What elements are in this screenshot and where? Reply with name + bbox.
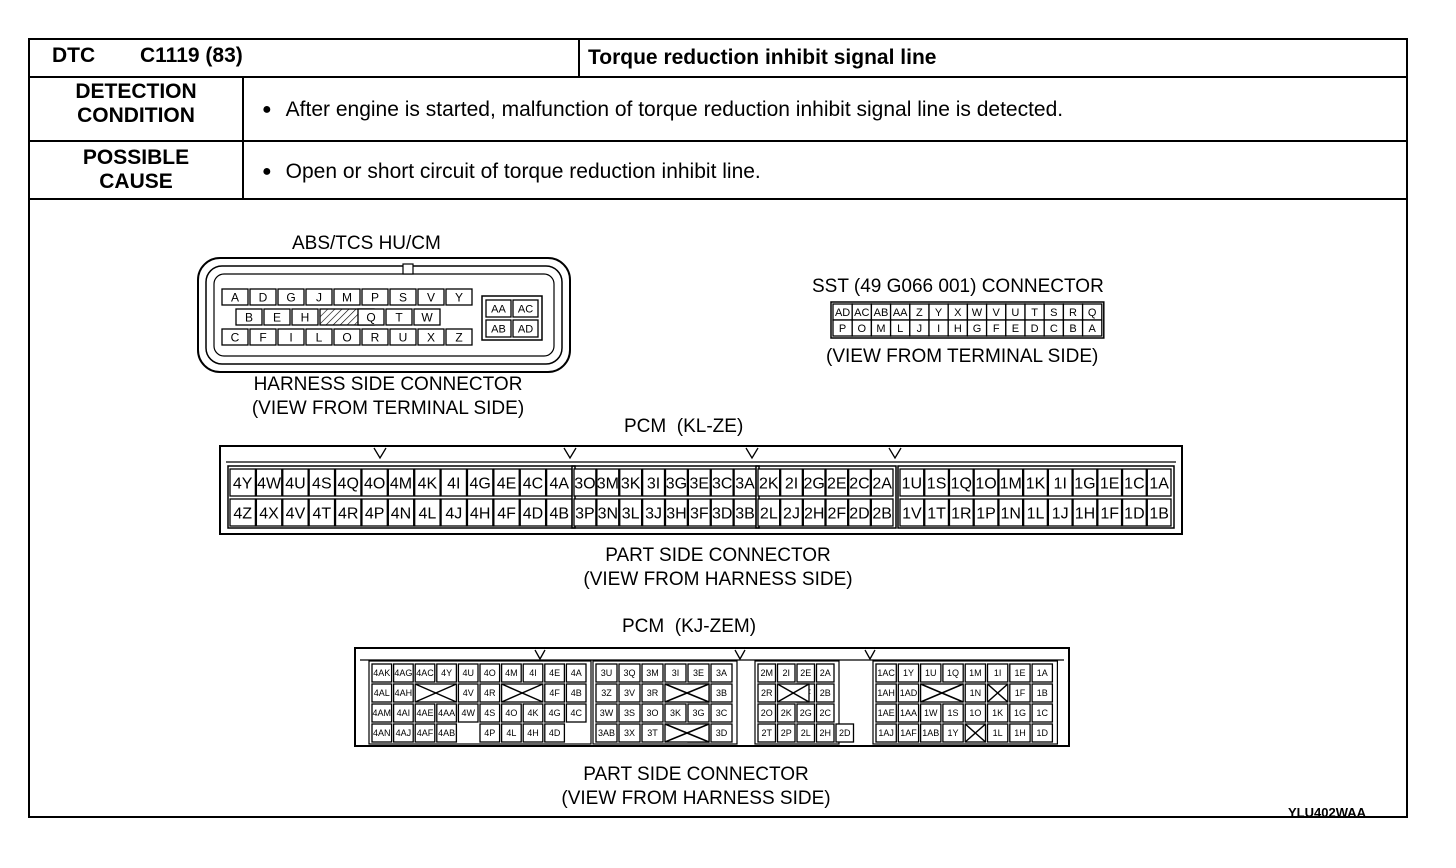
- cause-text: ●Open or short circuit of torque reducti…: [262, 160, 761, 183]
- abs-connector-caption: HARNESS SIDE CONNECTOR (VIEW FROM TERMIN…: [251, 374, 525, 419]
- bullet-icon: ●: [262, 101, 272, 118]
- dtc-title: Torque reduction inhibit signal line: [588, 46, 937, 69]
- dtc-sheet: DTC C1119 (83) Torque reduction inhibit …: [28, 38, 1408, 818]
- col-divider: [242, 76, 244, 198]
- col-divider: [578, 40, 580, 76]
- pcm-klze-title: PCM (KL-ZE): [624, 416, 744, 437]
- abs-connector-title: ABS/TCS HU/CM: [292, 233, 441, 254]
- row-divider: [30, 198, 1406, 200]
- detection-text: ●After engine is started, malfunction of…: [262, 98, 1064, 121]
- row-divider: [30, 76, 1406, 78]
- pcm-kjzem-title: PCM (KJ-ZEM): [622, 616, 757, 637]
- bullet-icon: ●: [262, 163, 272, 180]
- dtc-label: DTC: [52, 44, 96, 67]
- detection-label: DETECTION CONDITION: [75, 80, 197, 127]
- figure-code: YLU402WAA: [1288, 805, 1367, 820]
- sst-connector-caption: (VIEW FROM TERMINAL SIDE): [826, 346, 1099, 367]
- cause-label: POSSIBLE CAUSE: [82, 146, 190, 193]
- pcm-kjzem-caption: PART SIDE CONNECTOR (VIEW FROM HARNESS S…: [561, 764, 831, 809]
- dtc-code: C1119 (83): [140, 44, 243, 67]
- row-divider: [30, 140, 1406, 142]
- pcm-klze-caption: PART SIDE CONNECTOR (VIEW FROM HARNESS S…: [583, 545, 853, 590]
- sst-connector-title: SST (49 G066 001) CONNECTOR: [812, 276, 1104, 297]
